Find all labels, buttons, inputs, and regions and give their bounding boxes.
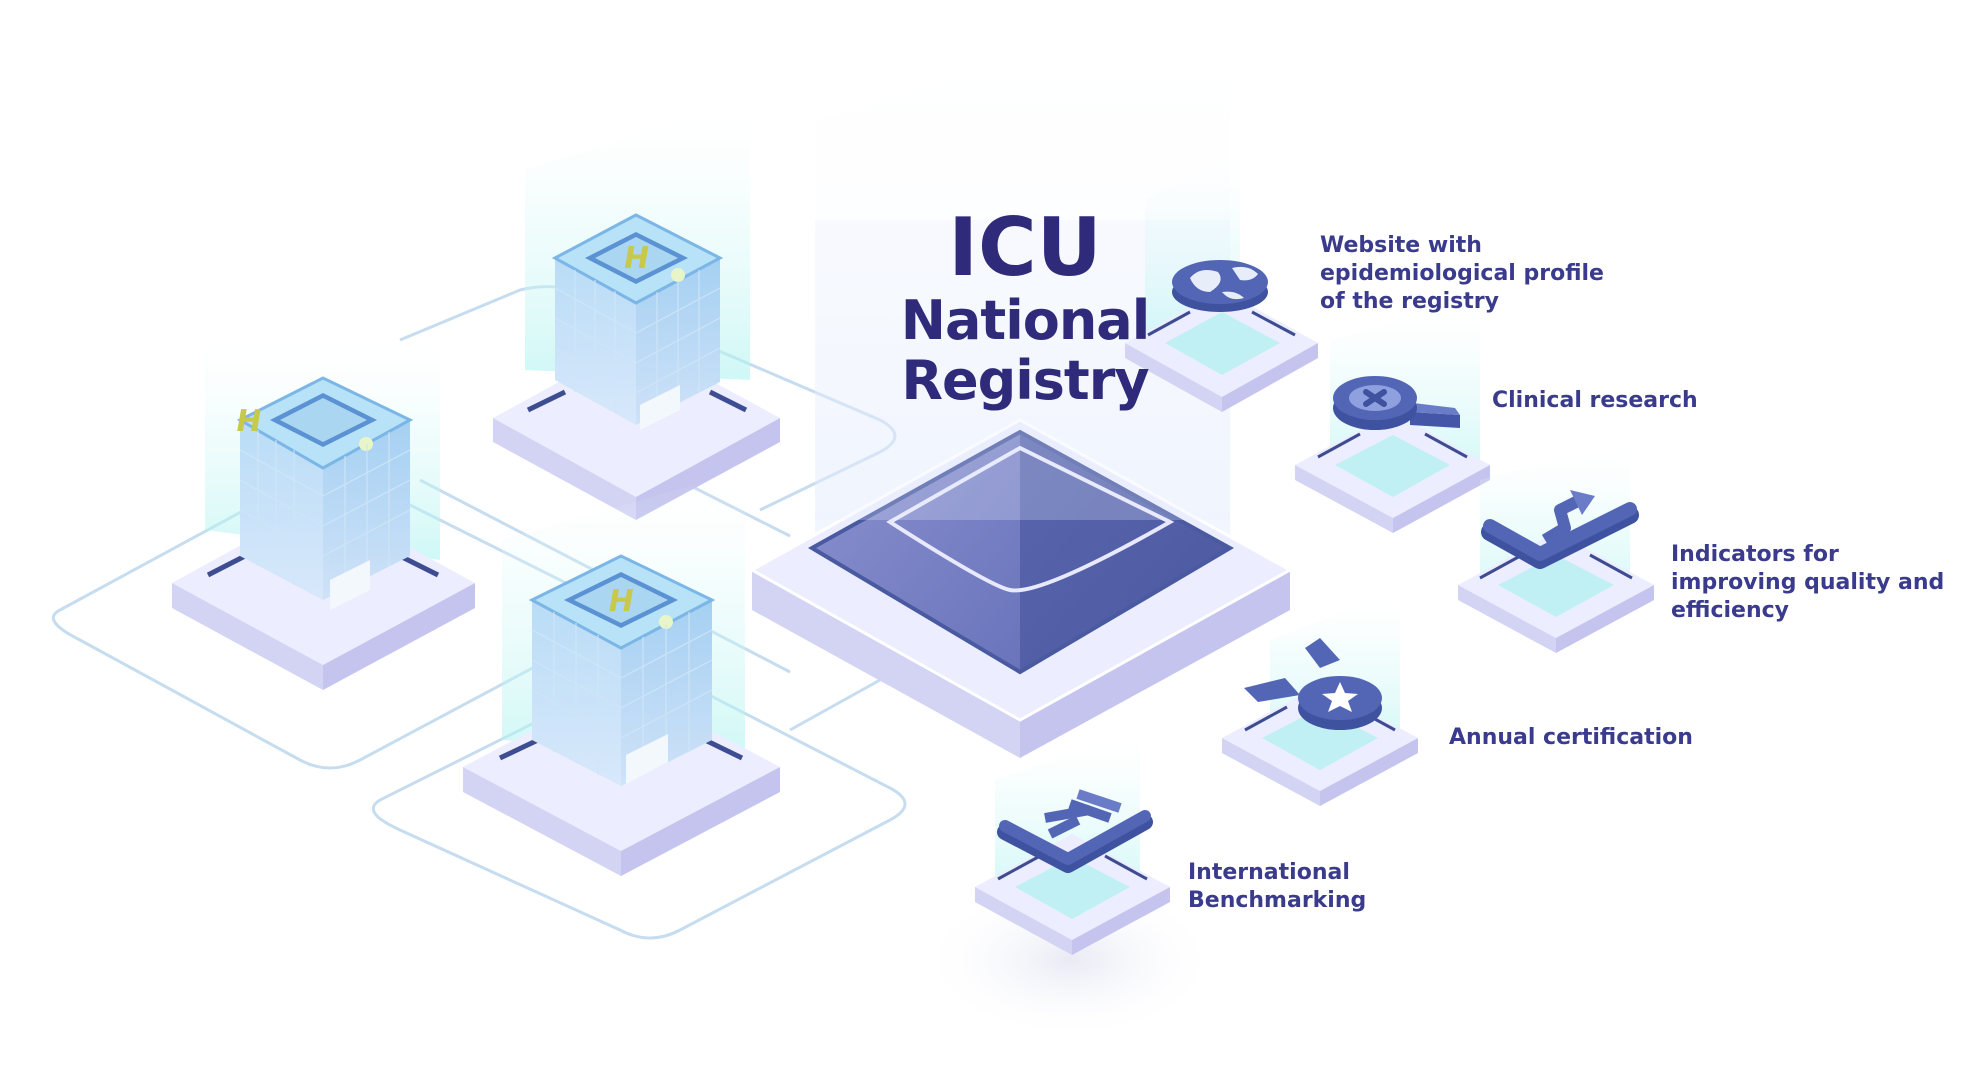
label-line: Indicators for — [1671, 542, 1839, 567]
label-line: Annual certification — [1449, 725, 1693, 750]
node-website — [1125, 150, 1318, 412]
svg-text:H: H — [605, 584, 636, 619]
label-website: Website with epidemiological profile of … — [1320, 232, 1604, 316]
svg-text:H: H — [233, 404, 264, 439]
title-line-3: Registry — [901, 349, 1149, 412]
globe-icon — [1172, 260, 1268, 312]
registry-pyramid — [807, 429, 1235, 675]
hospital-3: H — [463, 470, 780, 876]
node-certification — [1222, 590, 1418, 806]
node-research — [1295, 300, 1490, 533]
hospital-cross-icon — [671, 268, 685, 282]
label-line: efficiency — [1671, 598, 1790, 623]
label-line: International — [1188, 860, 1350, 885]
title-line-2: National — [900, 289, 1150, 352]
platform-shadow — [920, 880, 1220, 1040]
label-research: Clinical research — [1492, 387, 1698, 415]
trend-arrow-icon — [1481, 490, 1639, 569]
title-line-1: ICU — [948, 201, 1102, 294]
label-line: epidemiological profile — [1320, 261, 1604, 286]
node-indicators — [1458, 440, 1654, 653]
registry-title: ICU National Registry — [900, 205, 1150, 411]
title-glow — [815, 220, 1230, 520]
hospital-1: H — [172, 330, 475, 690]
hospital-cross-icon — [359, 437, 373, 451]
star-badge-icon — [1244, 638, 1382, 730]
label-line: Website with — [1320, 233, 1482, 258]
magnifier-icon — [1333, 376, 1460, 430]
hospital-cross-icon — [659, 615, 673, 629]
label-certification: Annual certification — [1449, 724, 1693, 752]
central-light-beam — [815, 0, 1230, 620]
hospital-2: H — [493, 100, 780, 520]
bar-chart-icon — [997, 789, 1153, 873]
label-benchmarking: International Benchmarking — [1188, 859, 1366, 915]
label-line: Clinical research — [1492, 388, 1698, 413]
node-benchmarking — [975, 730, 1170, 955]
svg-text:H: H — [621, 241, 652, 276]
label-line: improving quality and — [1671, 570, 1945, 595]
label-indicators: Indicators for improving quality and eff… — [1671, 541, 1944, 625]
label-line: of the registry — [1320, 289, 1499, 314]
label-line: Benchmarking — [1188, 888, 1367, 913]
